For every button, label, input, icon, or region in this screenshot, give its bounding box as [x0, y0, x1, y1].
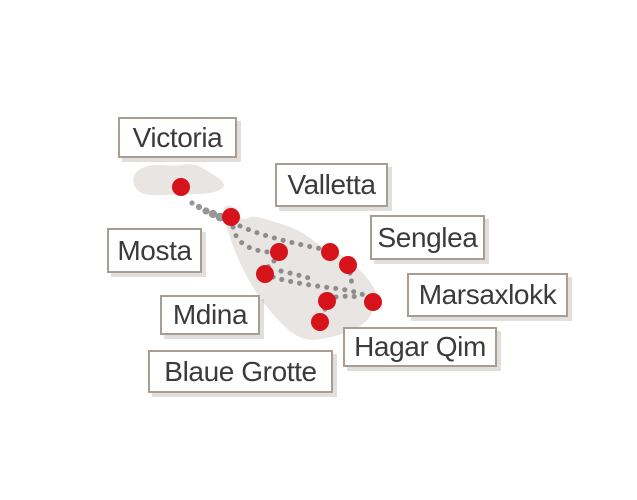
ferry-dot: [208, 209, 218, 219]
stop-dot-senglea: [339, 256, 357, 274]
stop-dot-blaue-grotte: [311, 313, 329, 331]
ferry-dot: [215, 212, 225, 222]
stop-dot-hagar-qim: [318, 292, 336, 310]
label-marsaxlokk: Marsaxlokk: [407, 273, 568, 317]
ferry-dot: [202, 207, 210, 215]
label-valletta: Valletta: [275, 163, 388, 207]
tour-stops: [172, 178, 382, 331]
stop-dot-marsaxlokk: [364, 293, 382, 311]
malta-island-shape: [218, 200, 383, 345]
route-hagarqim-to-marsaxlokk: [333, 293, 366, 301]
stop-dot-valletta: [321, 243, 339, 261]
label-senglea: Senglea: [370, 215, 485, 260]
tour-routes: [230, 223, 371, 318]
route-mosta-to-mdina: [263, 258, 277, 273]
route-parallel-row: [278, 268, 319, 283]
stop-dot-victoria: [172, 178, 190, 196]
stop-dot-ferry-terminal: [222, 208, 240, 226]
label-blaue-grotte: Blaue Grotte: [148, 350, 333, 393]
label-hagar-qim: Hagar Qim: [343, 327, 497, 367]
label-mdina: Mdina: [160, 295, 260, 335]
route-mdina-to-marsaxlokk: [270, 274, 371, 300]
stop-dot-mdina: [256, 265, 274, 283]
ferry-route-dots: [189, 200, 225, 222]
label-victoria: Victoria: [118, 117, 237, 158]
ferry-dot: [189, 200, 195, 206]
label-mosta: Mosta: [107, 228, 202, 273]
stop-dot-mosta: [270, 243, 288, 261]
ferry-dot: [195, 203, 203, 211]
route-ferry-to-valletta: [237, 223, 325, 252]
route-senglea-spur: [347, 270, 355, 287]
route-hagarqim-to-blauegrotte: [318, 306, 328, 318]
